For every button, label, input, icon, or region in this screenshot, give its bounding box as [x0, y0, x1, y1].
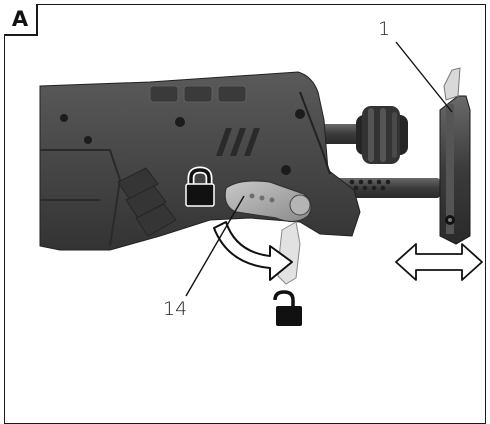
- figure-label: A: [4, 4, 38, 36]
- leader-line-14: [185, 195, 245, 297]
- callout-number-14: 14: [163, 298, 188, 320]
- double-arrow-horizontal-icon: [395, 243, 483, 281]
- blade-clamp-knob: [356, 106, 408, 164]
- saw-housing: [39, 71, 361, 251]
- padlock-locked-icon: [185, 166, 215, 207]
- shoe-plate: [439, 67, 471, 245]
- callout-number-1: 1: [378, 18, 391, 40]
- padlock-unlocked-icon: [273, 290, 302, 326]
- callout-leaders: [185, 41, 453, 297]
- leader-line-1: [395, 41, 453, 113]
- curved-arrow-icon: [213, 221, 293, 281]
